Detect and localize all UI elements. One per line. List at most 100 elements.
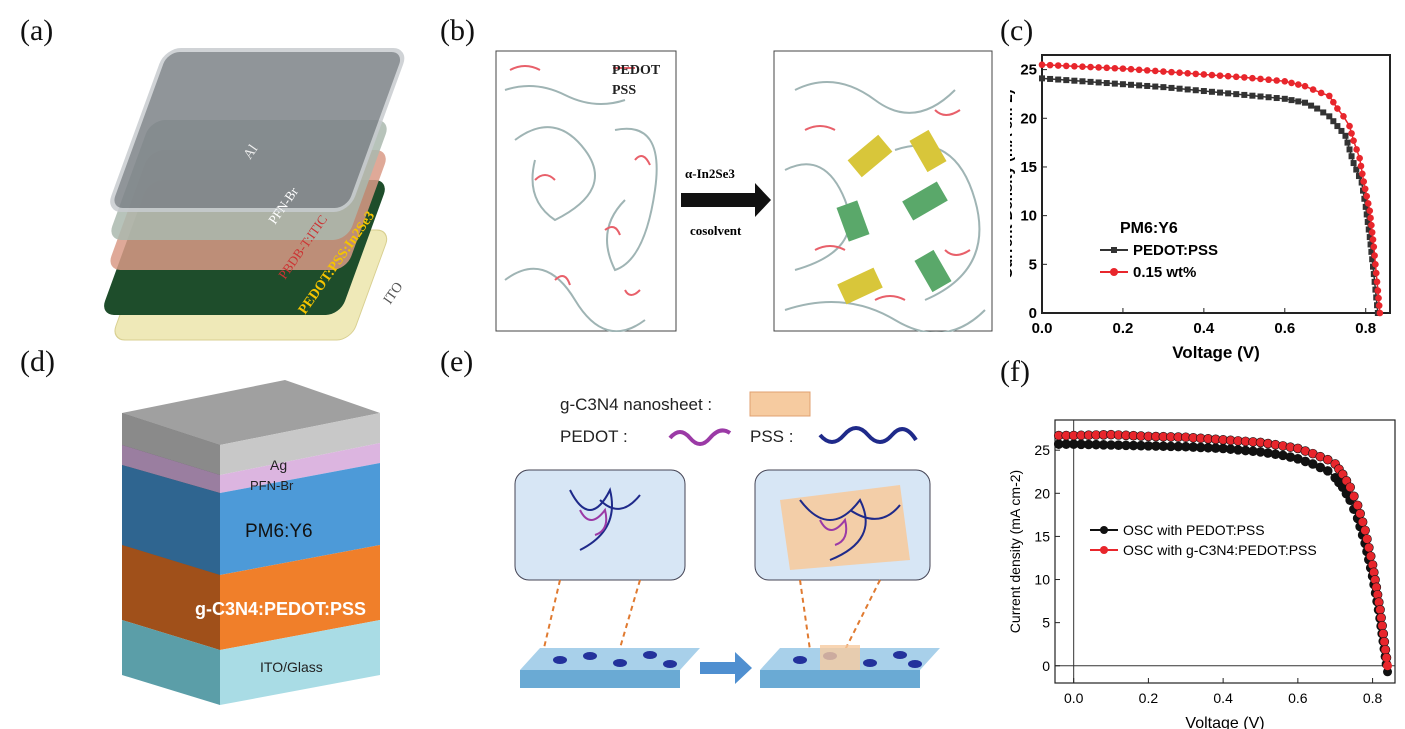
data-point xyxy=(1348,153,1355,160)
layer-label-pm6: PM6:Y6 xyxy=(245,521,313,542)
layer-pfn xyxy=(220,443,380,493)
data-point xyxy=(1225,90,1232,97)
legend-label-1: 0.15 wt% xyxy=(1133,264,1196,281)
legend-pedot: PEDOT : xyxy=(560,427,628,446)
data-point xyxy=(1136,82,1143,89)
data-point xyxy=(1047,75,1054,82)
layer-ag xyxy=(220,413,380,475)
legend-marker xyxy=(1111,247,1117,253)
plot-frame xyxy=(1041,54,1391,314)
legend-marker xyxy=(1100,526,1108,534)
x-tick-label: 0.2 xyxy=(1113,320,1134,337)
data-point xyxy=(1127,65,1135,73)
data-point xyxy=(1079,78,1086,85)
data-point xyxy=(1208,88,1215,95)
data-point xyxy=(1375,294,1382,302)
data-point xyxy=(1152,67,1159,75)
data-point xyxy=(1368,221,1375,229)
panel-label-e: (e) xyxy=(440,345,474,378)
layer-gc3n4 xyxy=(220,545,380,650)
data-point xyxy=(1342,132,1349,139)
data-point xyxy=(1340,113,1347,120)
device-stack-d: Ag PFN-Br PM6:Y6 g-C3N4:PEDOT:PSS ITO/Gl… xyxy=(122,380,380,705)
data-point xyxy=(1071,77,1078,84)
data-point xyxy=(1071,62,1078,70)
layer-pm6 xyxy=(220,463,380,575)
data-point xyxy=(1249,92,1256,99)
panel-label-f: (f) xyxy=(1000,355,1030,388)
data-point xyxy=(1309,86,1317,93)
data-point xyxy=(1344,139,1351,146)
data-point xyxy=(1062,62,1070,70)
data-point xyxy=(1200,88,1207,95)
data-point xyxy=(1294,81,1302,88)
legend-sheet: g-C3N4 nanosheet : xyxy=(560,395,712,414)
data-point xyxy=(1111,64,1119,72)
morphology-diagram-b: PEDOT PSS α-In2Se3 cosolvent xyxy=(495,50,993,332)
layer-al xyxy=(110,48,405,212)
data-point xyxy=(1192,87,1199,94)
data-point xyxy=(1095,79,1102,86)
data-point xyxy=(1295,98,1302,105)
data-point xyxy=(1273,77,1280,84)
x-axis-label: Voltage (V) xyxy=(1172,343,1260,362)
panel-label-a: (a) xyxy=(20,14,54,47)
data-point xyxy=(1208,71,1216,79)
data-point xyxy=(1361,185,1369,193)
y-tick-label: 0 xyxy=(1029,305,1037,322)
data-point xyxy=(1359,170,1366,178)
data-point xyxy=(1369,236,1377,243)
data-point xyxy=(1371,252,1378,259)
data-point xyxy=(1184,86,1191,93)
arrow-icon xyxy=(681,183,771,217)
data-point xyxy=(1370,263,1377,270)
data-point xyxy=(1184,70,1191,77)
data-point xyxy=(1330,118,1337,125)
data-point xyxy=(1330,98,1337,106)
data-point xyxy=(1350,137,1357,144)
data-point xyxy=(1376,612,1386,623)
data-point xyxy=(1346,122,1353,130)
legend-label-0: PEDOT:PSS xyxy=(1133,242,1218,259)
data-point xyxy=(1079,63,1086,70)
x-tick-label: 0.4 xyxy=(1213,690,1233,706)
data-point xyxy=(1360,178,1367,185)
data-point xyxy=(1143,67,1151,74)
data-point xyxy=(1334,123,1341,130)
data-point xyxy=(1176,69,1183,77)
layer-label-pfn: PFN-Br xyxy=(250,478,294,493)
y-tick-label: 10 xyxy=(1034,572,1050,588)
legend-title: PM6:Y6 xyxy=(1120,220,1178,237)
data-point xyxy=(1046,61,1054,69)
data-point xyxy=(1273,95,1280,102)
data-point xyxy=(1374,287,1382,294)
legend-pss: PSS : xyxy=(750,427,793,446)
data-point xyxy=(1039,75,1045,82)
x-axis-label: Voltage (V) xyxy=(1185,715,1264,729)
pss-chains xyxy=(504,81,986,332)
layer-label-gc3n4: g-C3N4:PEDOT:PSS xyxy=(195,599,366,619)
in2se3-flakes xyxy=(836,129,952,305)
data-point xyxy=(1364,218,1371,225)
data-point xyxy=(1055,76,1062,83)
layer-label-ito: ITO/Glass xyxy=(260,659,323,675)
data-point xyxy=(1249,74,1256,82)
data-point xyxy=(1192,70,1200,78)
y-tick-label: 15 xyxy=(1020,159,1037,176)
data-point xyxy=(1288,97,1295,104)
data-point xyxy=(1257,75,1264,83)
data-point xyxy=(1372,269,1380,277)
data-point xyxy=(1368,248,1375,255)
data-point xyxy=(1361,195,1368,202)
data-point xyxy=(1314,105,1321,112)
data-point xyxy=(1103,80,1110,87)
legend-label-1: OSC with g-C3N4:PEDOT:PSS xyxy=(1123,542,1317,558)
data-point xyxy=(1233,91,1240,98)
data-point xyxy=(1380,644,1391,655)
data-point xyxy=(1087,63,1094,71)
data-point xyxy=(1322,454,1333,465)
x-tick-label: 0.8 xyxy=(1363,690,1383,706)
x-tick-label: 0.8 xyxy=(1355,320,1376,337)
